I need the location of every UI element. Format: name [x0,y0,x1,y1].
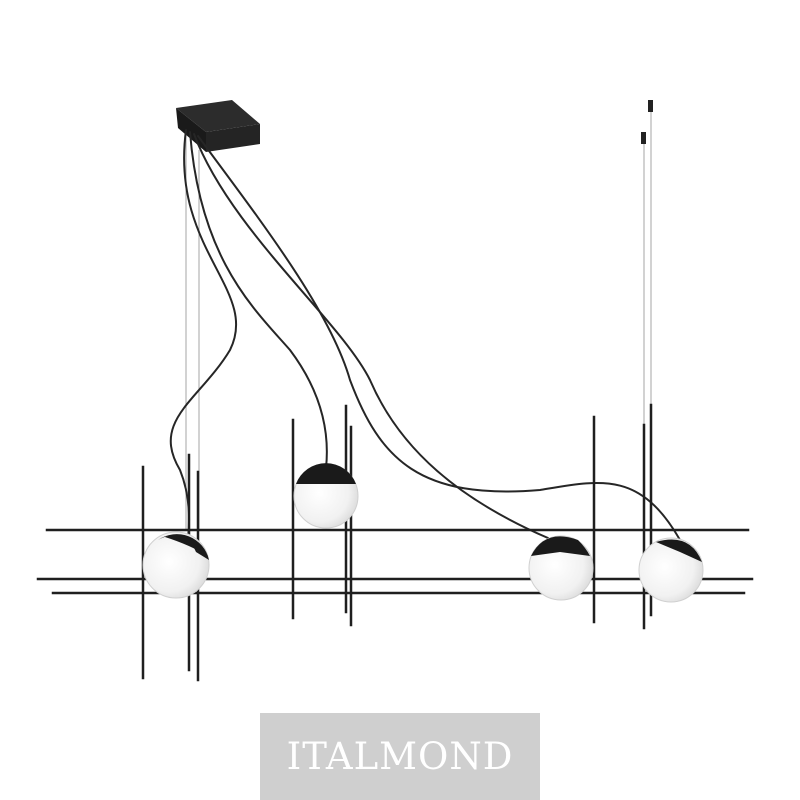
suspension-wires [185,112,652,530]
brand-watermark: ITALMOND [260,713,540,800]
metal-frame [36,403,754,682]
globe-light-3 [528,535,594,601]
ceiling-canopy [176,100,260,152]
globe-light-4 [638,537,704,603]
ceiling-anchor [641,100,653,144]
globe-light-1 [142,531,210,599]
globe-light-2 [293,463,359,529]
brand-name: ITALMOND [286,735,514,778]
power-cables [169,129,681,541]
